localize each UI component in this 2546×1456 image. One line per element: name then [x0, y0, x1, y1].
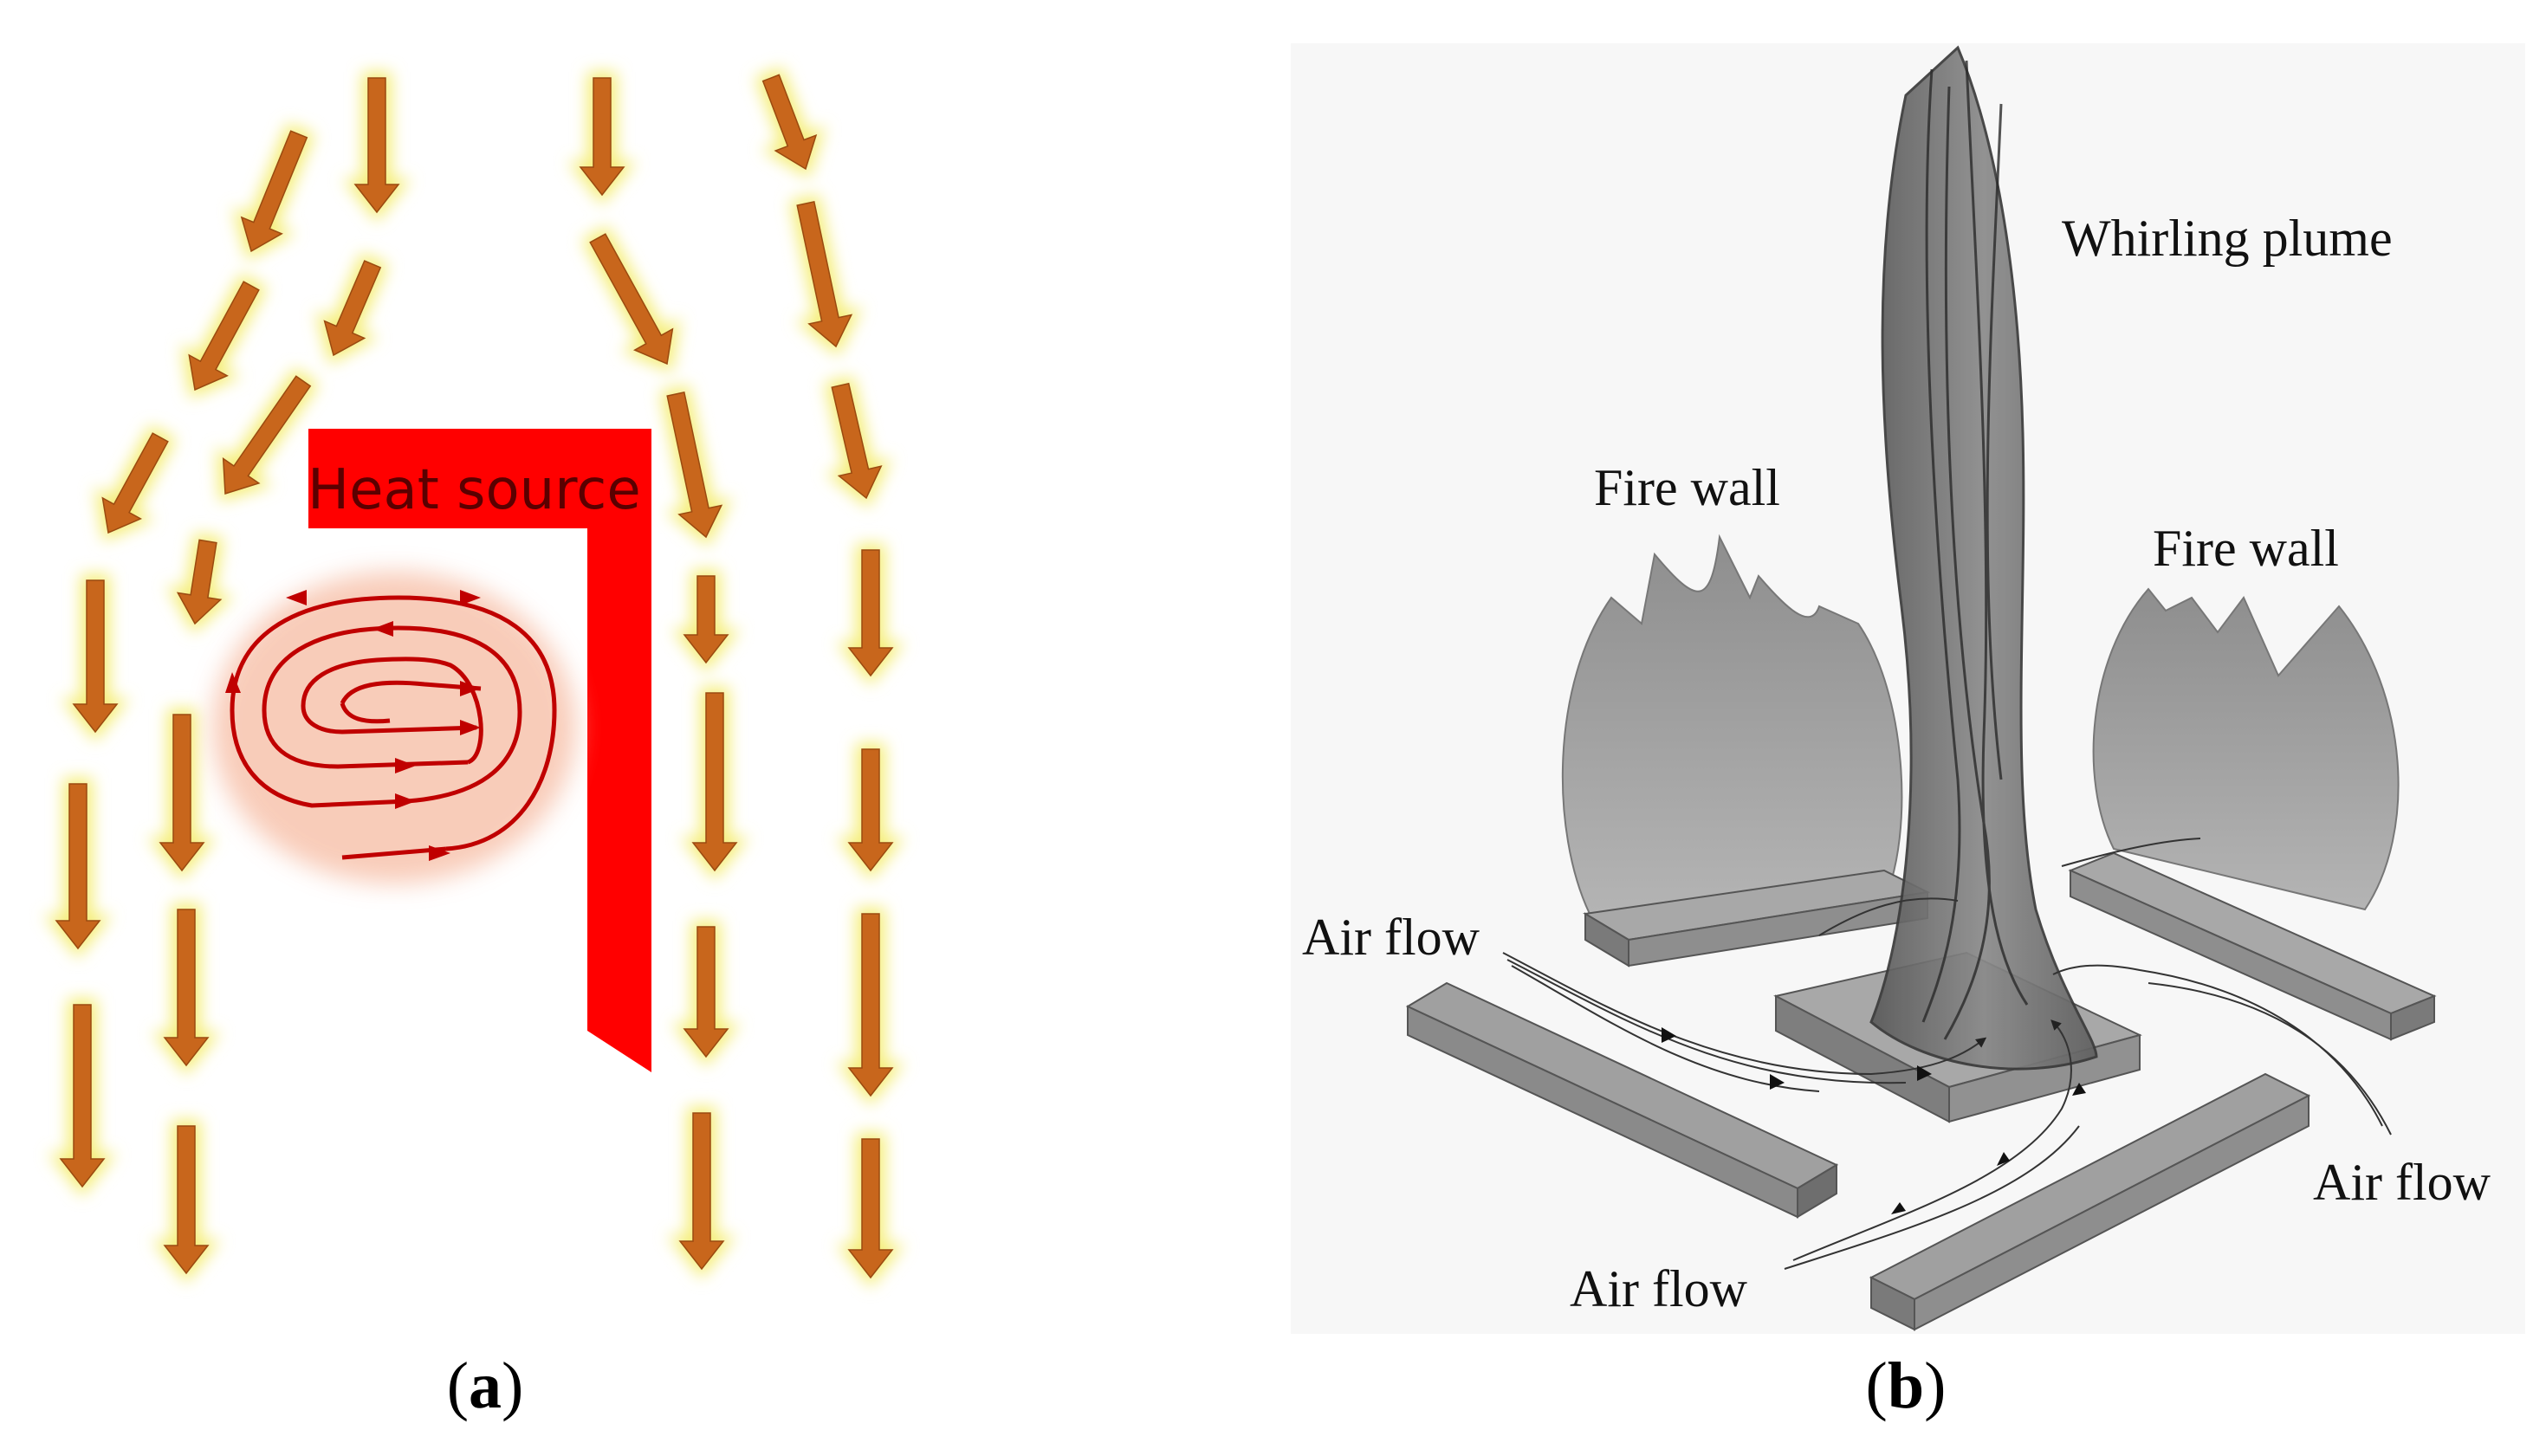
- flow-arrow: [691, 692, 738, 872]
- plume-streamlines: [1921, 60, 2029, 1040]
- flow-arrow: [101, 432, 169, 534]
- flow-arrow: [188, 281, 260, 392]
- heat-source-label: Heat source: [308, 458, 641, 522]
- panel-a-caption: (a): [447, 1349, 524, 1422]
- vortex: [225, 590, 557, 861]
- flow-arrow: [159, 714, 205, 872]
- label-air-flow-left: Air flow: [1302, 909, 1480, 966]
- flow-arrow: [683, 926, 729, 1058]
- panel-b: Whirling plume Fire wall Fire wall Air f…: [1291, 43, 2525, 1422]
- flow-arrow: [796, 201, 853, 348]
- flow-arrow: [55, 783, 101, 950]
- flow-arrow: [323, 260, 382, 357]
- flow-arrow: [176, 539, 223, 625]
- flow-arrow: [163, 1125, 210, 1275]
- flow-arrow: [831, 382, 883, 500]
- label-whirling-plume: Whirling plume: [2062, 210, 2393, 267]
- air-flow-lines: [1502, 838, 2392, 1270]
- flow-arrow: [353, 77, 400, 214]
- flow-arrow: [666, 392, 723, 539]
- flow-arrow: [847, 549, 894, 677]
- fire-wall-right-shape: [2092, 587, 2400, 911]
- air-flow-arrowheads: [1662, 1027, 2086, 1214]
- flow-arrow: [683, 575, 729, 664]
- flow-arrow: [222, 375, 312, 495]
- air-inlet-block-left: [1405, 981, 1839, 1219]
- flow-arrow: [678, 1112, 725, 1271]
- flow-arrow: [579, 77, 625, 197]
- label-fire-wall-right: Fire wall: [2153, 520, 2339, 577]
- flow-arrow: [589, 233, 674, 366]
- flow-arrow: [59, 1004, 106, 1188]
- flow-arrow: [163, 909, 210, 1067]
- air-inlet-block-right: [1869, 1072, 2311, 1331]
- flow-arrow: [72, 579, 119, 734]
- fire-wall-right-base: [2068, 851, 2437, 1041]
- label-air-flow-right: Air flow: [2313, 1154, 2491, 1211]
- flow-arrow: [847, 913, 894, 1097]
- label-air-flow-bottom: Air flow: [1570, 1260, 1748, 1317]
- flow-arrow: [761, 74, 818, 171]
- panel-a: Heat source (a): [43, 67, 905, 1422]
- label-fire-wall-left: Fire wall: [1594, 459, 1780, 516]
- flow-arrow: [847, 1138, 894, 1279]
- fire-wall-left-shape: [1561, 534, 1903, 916]
- flow-arrow: [240, 130, 308, 253]
- heat-source-shape: [308, 429, 651, 1072]
- panel-b-caption: (b): [1866, 1349, 1947, 1422]
- flow-arrow: [847, 748, 894, 872]
